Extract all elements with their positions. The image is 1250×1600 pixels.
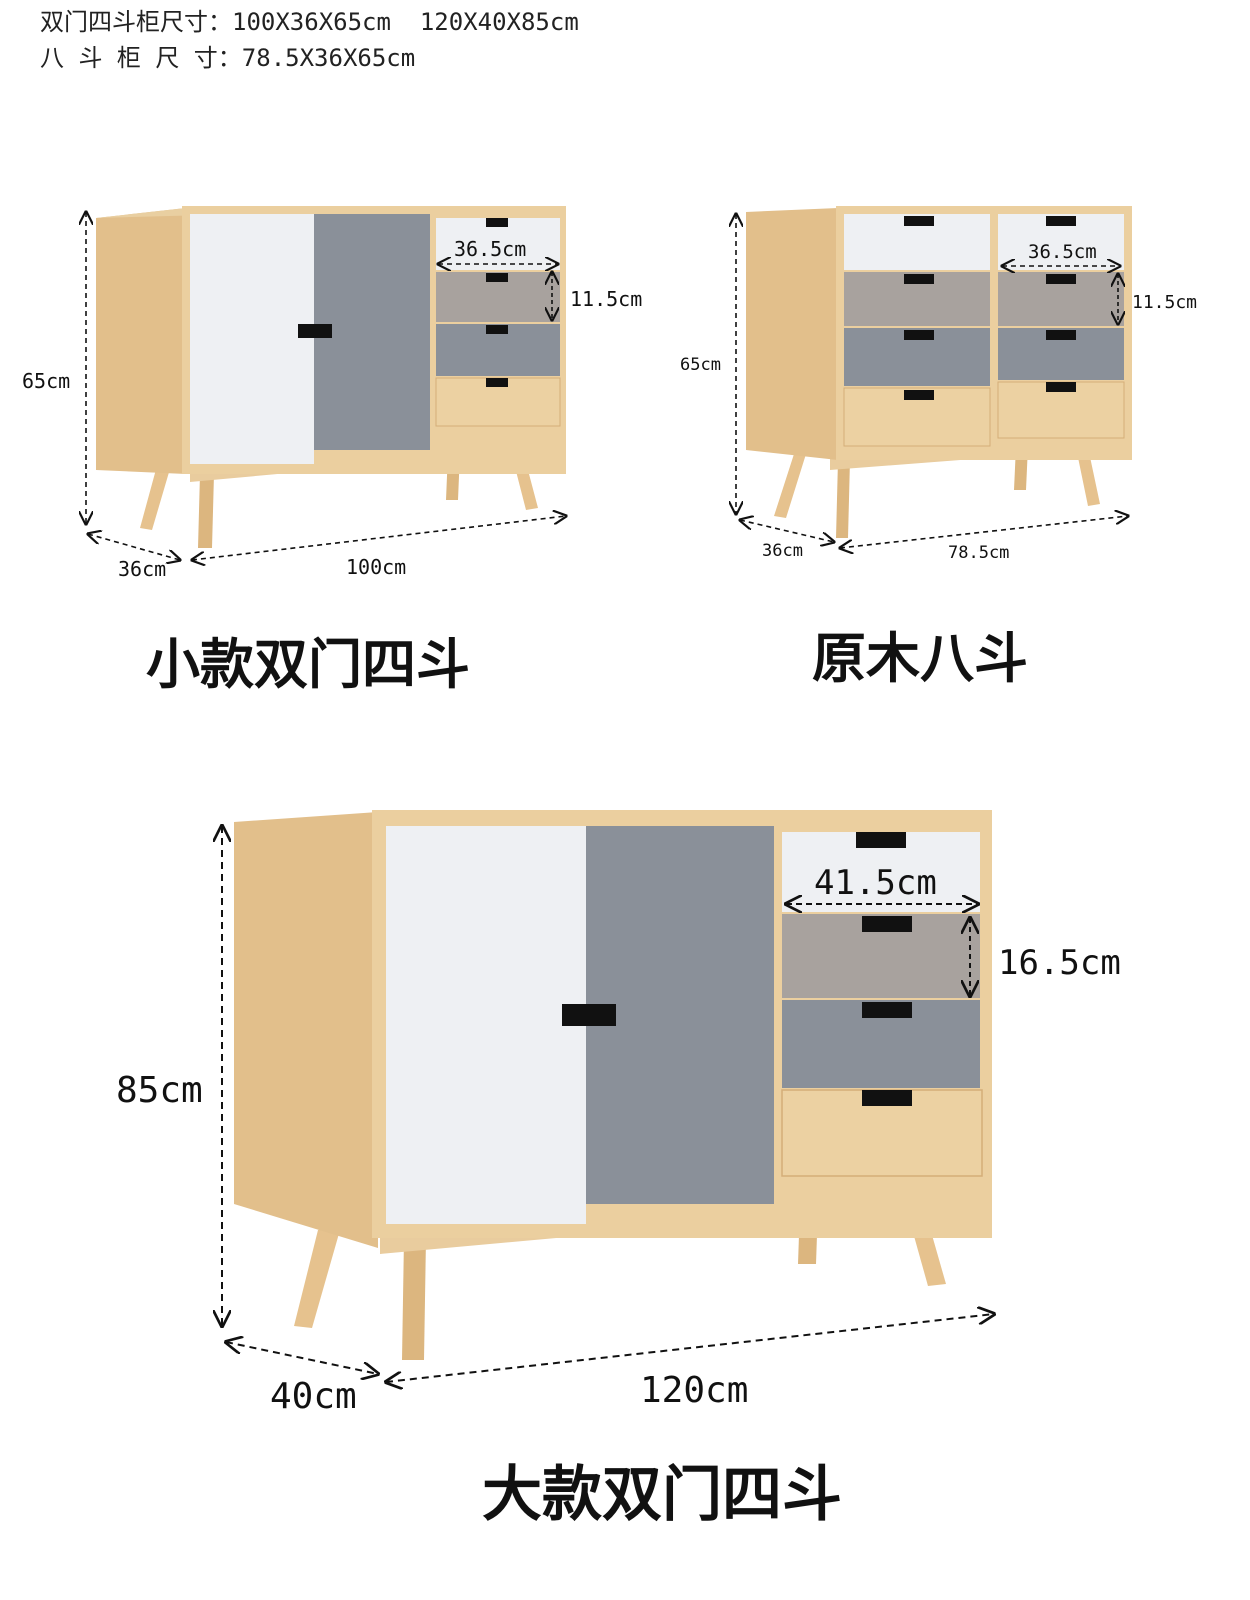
eight-leg-back-left: [836, 460, 850, 538]
large-leg-back-left: [402, 1238, 426, 1360]
small-width-line: [192, 516, 566, 560]
eight-leg-front-left: [774, 454, 806, 518]
eight-drawer-width-label: 36.5cm: [1028, 241, 1097, 263]
large-height-label: 85cm: [116, 1070, 203, 1111]
small-drawer-height-label: 11.5cm: [570, 287, 642, 311]
large-drawer-1-handle: [856, 832, 906, 848]
large-side-panel: [234, 812, 378, 1248]
eight-caption: 原木八斗: [812, 627, 1028, 690]
large-leg-front-left: [294, 1230, 340, 1328]
header-line-2: 八 斗 柜 尺 寸：78.5X36X65cm: [40, 44, 416, 72]
small-leg-back-left: [198, 474, 214, 548]
large-width-line: [386, 1314, 994, 1382]
small-door-white: [190, 214, 314, 464]
large-drawer-width-label: 41.5cm: [814, 863, 937, 903]
large-drawer-2-handle: [862, 916, 912, 932]
large-depth-line: [226, 1342, 378, 1374]
eight-height-label: 65cm: [680, 355, 721, 375]
large-door-gray: [586, 826, 774, 1204]
eight-width-label: 78.5cm: [948, 543, 1009, 563]
eight-left-handle-1: [904, 216, 934, 226]
eight-left-handle-3: [904, 330, 934, 340]
small-width-label: 100cm: [346, 555, 406, 579]
small-drawer-width-label: 36.5cm: [454, 237, 526, 261]
small-caption: 小款双门四斗: [146, 633, 470, 696]
small-depth-label: 36cm: [118, 557, 166, 581]
eight-drawer-cabinet: 65cm 36cm 78.5cm 36.5cm 11.5cm: [680, 206, 1197, 563]
eight-left-handle-4: [904, 390, 934, 400]
eight-side-panel: [746, 208, 838, 460]
small-height-label: 65cm: [22, 369, 70, 393]
large-caption: 大款双门四斗: [482, 1460, 842, 1530]
small-door-handle: [298, 324, 332, 338]
large-drawer-4-handle: [862, 1090, 912, 1106]
small-drawer-2-handle: [486, 273, 508, 282]
small-depth-line: [88, 534, 180, 560]
small-drawer-1-handle: [486, 218, 508, 227]
large-depth-label: 40cm: [270, 1376, 357, 1417]
eight-drawer-height-label: 11.5cm: [1132, 292, 1197, 313]
large-door-handle: [562, 1004, 616, 1026]
large-drawer-height-label: 16.5cm: [998, 943, 1121, 983]
header: 双门四斗柜尺寸：100X36X65cm 120X40X85cm 八 斗 柜 尺 …: [40, 4, 579, 76]
small-side-panel: [96, 208, 186, 474]
eight-right-handle-1: [1046, 216, 1076, 226]
small-cabinet: 65cm 36cm 100cm 36.5cm 11.5cm: [22, 206, 642, 581]
small-drawer-3-handle: [486, 325, 508, 334]
eight-right-handle-3: [1046, 330, 1076, 340]
small-door-gray: [314, 214, 430, 450]
eight-right-handle-2: [1046, 274, 1076, 284]
large-width-label: 120cm: [640, 1370, 748, 1411]
eight-left-handle-2: [904, 274, 934, 284]
eight-width-line: [840, 516, 1128, 548]
large-cabinet: 85cm 40cm 120cm 41.5cm 16.5cm: [116, 810, 1121, 1417]
header-line-1: 双门四斗柜尺寸：100X36X65cm 120X40X85cm: [40, 8, 579, 36]
small-drawer-4-handle: [486, 378, 508, 387]
large-drawer-3-handle: [862, 1002, 912, 1018]
eight-right-handle-4: [1046, 382, 1076, 392]
small-leg-front-left: [140, 462, 172, 530]
large-door-white: [386, 826, 586, 1224]
eight-depth-line: [740, 520, 834, 542]
eight-depth-label: 36cm: [762, 541, 803, 561]
